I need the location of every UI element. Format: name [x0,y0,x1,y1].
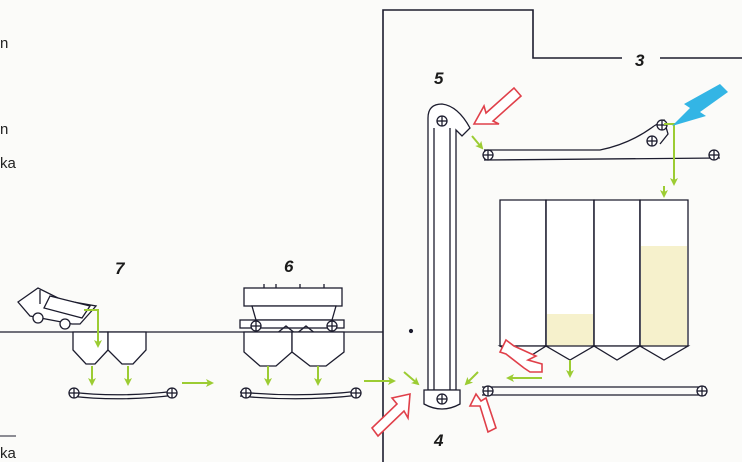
indicator-dots [408,328,414,334]
edge-text-2: n [0,121,8,138]
top-conveyor [482,119,721,161]
label-6: 6 [284,257,294,276]
dump-truck-icon [17,287,98,330]
bins-6 [243,331,345,367]
grain-level-bin-2 [547,314,593,346]
cleaning-machine [239,284,345,335]
input-arrow-icon [672,84,728,126]
edge-text-1: n [0,35,8,52]
label-7: 7 [115,259,126,278]
grain-level-bin-1 [641,246,687,346]
receiving-hoppers [72,331,147,365]
storage-bins [497,199,691,361]
bucket-elevator [423,103,471,410]
conveyor-6 [239,387,362,400]
conveyor-7 [68,387,178,400]
bottom-conveyor [482,385,708,397]
label-3: 3 [635,51,645,70]
edge-text-4: ka [0,445,17,462]
label-5: 5 [434,69,444,88]
label-4: 4 [433,431,444,450]
red-outline-arrows [370,86,543,438]
building-outline [382,9,742,462]
edge-text-3: ka [0,155,17,172]
